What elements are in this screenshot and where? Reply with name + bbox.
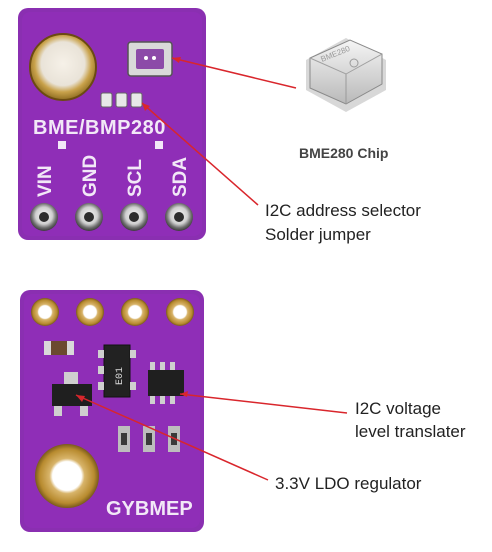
pin-label-vin: VIN — [35, 165, 56, 197]
capacitor — [44, 341, 74, 355]
pin-label-scl: SCL — [125, 159, 146, 197]
annotation-voltage-translator-2: level translater — [355, 422, 466, 441]
bme280-sensor-on-board — [127, 41, 173, 77]
bottom-mounting-hole — [35, 444, 99, 508]
level-translator-chip — [148, 362, 184, 404]
annotation-address-selector: I2C address selector — [265, 201, 421, 220]
resistors — [118, 426, 180, 452]
bottom-header-pads — [31, 298, 194, 326]
ldo-regulator-chip: E01 — [98, 344, 136, 398]
top-board-title: BME/BMP280 — [33, 117, 166, 139]
bme280-chip-photo: BME280 — [306, 38, 386, 112]
chip-caption: BME280 Chip — [299, 145, 389, 161]
arrow-chip — [171, 57, 297, 89]
solder-jumper — [100, 92, 143, 108]
chip-marking: E01 — [115, 367, 126, 385]
bottom-board-title: GYBMEP — [106, 498, 193, 520]
header-pins — [30, 203, 193, 231]
annotation-ldo-regulator: 3.3V LDO regulator — [275, 474, 422, 493]
pin-label-sda: SDA — [170, 157, 191, 197]
mounting-hole — [29, 33, 97, 101]
annotation-voltage-translator-1: I2C voltage — [355, 399, 441, 418]
annotation-arrows — [75, 57, 348, 481]
arrow-ldo-regulator — [75, 394, 269, 481]
arrow-solder-jumper — [141, 102, 259, 206]
arrow-level-translator — [179, 393, 348, 414]
pin-label-gnd: GND — [80, 155, 101, 197]
annotation-solder-jumper: Solder jumper — [265, 225, 371, 244]
top-pcb-board: BME/BMP280 VIN GND SCL SDA — [18, 8, 206, 240]
